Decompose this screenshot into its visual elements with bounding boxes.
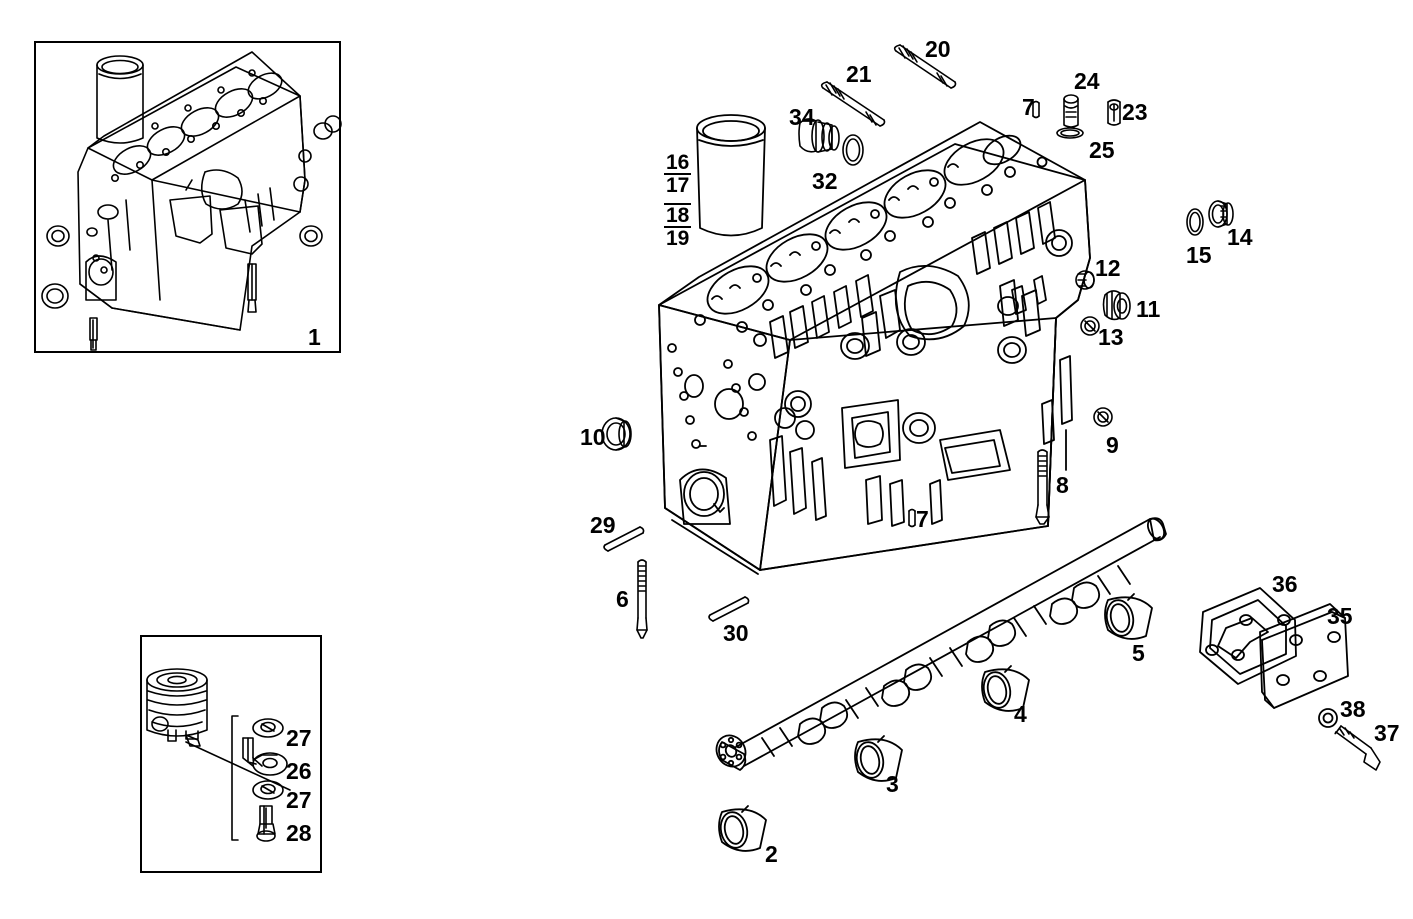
callout-27-lower: 27 — [286, 787, 312, 813]
callout-24: 24 — [1074, 68, 1100, 94]
callout-3: 3 — [886, 771, 899, 797]
callout-14: 14 — [1227, 224, 1253, 250]
callout-15: 15 — [1186, 242, 1212, 268]
callout-8: 8 — [1056, 472, 1069, 498]
callout-7-top: 7 — [1022, 94, 1035, 120]
liner-fraction-lower: 18 19 — [664, 203, 692, 251]
callout-37: 37 — [1374, 720, 1400, 746]
callout-30: 30 — [723, 620, 749, 646]
callout-38: 38 — [1340, 696, 1366, 722]
callout-10: 10 — [580, 424, 606, 450]
callout-34: 34 — [789, 104, 815, 130]
callout-9: 9 — [1106, 432, 1119, 458]
callout-29: 29 — [590, 512, 616, 538]
callout-23: 23 — [1122, 99, 1148, 125]
liner-fraction-upper: 16 17 — [664, 151, 692, 198]
callout-28: 28 — [286, 820, 312, 846]
callout-1: 1 — [308, 324, 321, 350]
callout-5: 5 — [1132, 640, 1145, 666]
callout-12: 12 — [1095, 255, 1121, 281]
callout-4: 4 — [1014, 701, 1027, 727]
inset-box-piston-nozzle — [140, 635, 322, 873]
liner-callout-18: 18 — [664, 203, 692, 227]
callout-7-block: 7 — [916, 506, 929, 532]
callout-20: 20 — [925, 36, 951, 62]
callout-32: 32 — [812, 168, 838, 194]
callout-21: 21 — [846, 61, 872, 87]
callout-6: 6 — [616, 586, 629, 612]
callout-13: 13 — [1098, 324, 1124, 350]
callout-35: 35 — [1327, 603, 1353, 629]
liner-callout-16: 16 — [666, 151, 690, 174]
liner-callout-19: 19 — [664, 226, 692, 251]
callout-27-upper: 27 — [286, 725, 312, 751]
callout-36: 36 — [1272, 571, 1298, 597]
callout-11: 11 — [1136, 296, 1161, 322]
callout-26: 26 — [286, 758, 312, 784]
liner-callout-17: 17 — [664, 173, 692, 198]
callout-25: 25 — [1089, 137, 1115, 163]
inset-box-engine-block — [34, 41, 341, 353]
callout-2: 2 — [765, 841, 778, 867]
